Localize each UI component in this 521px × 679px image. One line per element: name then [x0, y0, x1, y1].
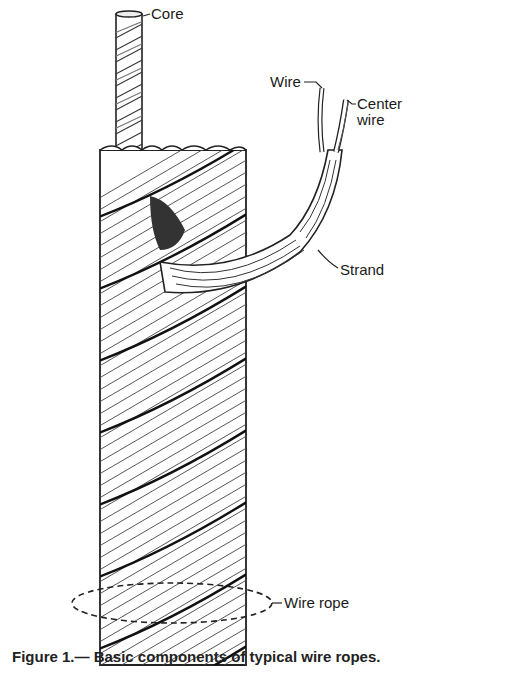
rope-core — [112, 11, 146, 160]
wire-label: Wire — [270, 74, 310, 90]
leader-lines — [72, 14, 356, 623]
unwound-strand — [160, 88, 348, 293]
core-label: Core — [151, 6, 211, 22]
wire-rope-label: Wire rope — [284, 595, 384, 611]
rope-body — [96, 110, 250, 679]
center-wire-label: Center wire — [357, 96, 413, 128]
figure-caption: Figure 1.— Basic components of typical w… — [12, 648, 517, 666]
strand-label: Strand — [340, 262, 410, 278]
